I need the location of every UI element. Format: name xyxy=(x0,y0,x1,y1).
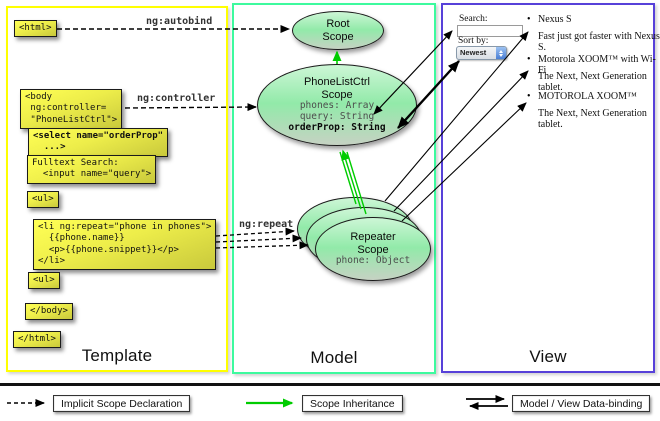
code-body-open: <body ng:controller= "PhoneListCtrl"> xyxy=(20,89,123,129)
view-panel-title: View xyxy=(529,347,567,366)
legend-scope-inheritance: Scope Inheritance xyxy=(302,395,403,412)
phone-item-desc: The Next, Next Generation tablet. xyxy=(538,71,647,93)
sort-by-label: Sort by: xyxy=(458,36,489,46)
code-html-close: </html> xyxy=(13,331,61,349)
model-panel-title: Model xyxy=(310,348,358,367)
prop-phone: phone: Object xyxy=(335,254,411,266)
phonelistctrl-scope-title: PhoneListCtrl Scope xyxy=(303,76,371,101)
bullet-icon: • xyxy=(527,54,531,65)
prop-phones: phones: Array xyxy=(299,99,375,111)
code-li-repeat: <li ng:repeat="phone in phones"> {{phone… xyxy=(33,219,217,270)
prop-orderprop: orderProp: String xyxy=(288,121,386,133)
repeater-scope-title: Repeater Scope xyxy=(350,231,396,256)
code-html-open: <html> xyxy=(14,20,57,38)
code-body-close: </body> xyxy=(25,303,73,321)
label-ng-controller: ng:controller xyxy=(137,93,216,104)
code-fulltext-search: Fulltext Search: <input name="query"> xyxy=(27,155,157,184)
legend-model-view-data-binding: Model / View Data-binding xyxy=(512,395,651,412)
root-scope-ellipse: Root Scope xyxy=(292,11,384,50)
code-select: <select name="orderProp" ...> xyxy=(28,128,169,157)
template-panel-title: Template xyxy=(81,346,153,365)
model-panel: Model xyxy=(232,3,436,374)
prop-query: query: String xyxy=(299,110,375,122)
code-ul-open: <ul> xyxy=(27,191,59,209)
sort-stepper-icon xyxy=(496,47,506,59)
bullet-icon: • xyxy=(527,91,531,102)
phone-item-desc: Fast just got faster with Nexus S. xyxy=(538,31,660,53)
phonelistctrl-scope-ellipse: PhoneListCtrl Scope phones: Array query:… xyxy=(257,64,417,146)
sort-dropdown-value: Newest xyxy=(460,48,487,57)
phone-item-name: Nexus S xyxy=(538,14,572,25)
bullet-icon: • xyxy=(527,14,531,25)
repeater-scope-ellipse-front: Repeater Scope phone: Object xyxy=(315,217,431,281)
sort-dropdown[interactable]: Newest xyxy=(456,46,507,60)
legend-implicit-scope-declaration: Implicit Scope Declaration xyxy=(53,395,191,412)
label-ng-autobind: ng:autobind xyxy=(146,16,213,27)
legend-separator xyxy=(0,383,660,386)
phone-item-desc: The Next, Next Generation tablet. xyxy=(538,108,647,130)
phone-item-name: Motorola XOOM™ with Wi-Fi xyxy=(538,54,656,76)
search-label: Search: xyxy=(459,14,488,24)
phone-item-name: MOTOROLA XOOM™ xyxy=(538,91,637,102)
root-scope-title: Root Scope xyxy=(322,18,354,43)
code-ul-close: <ul> xyxy=(28,272,60,290)
label-ng-repeat: ng:repeat xyxy=(239,219,294,230)
